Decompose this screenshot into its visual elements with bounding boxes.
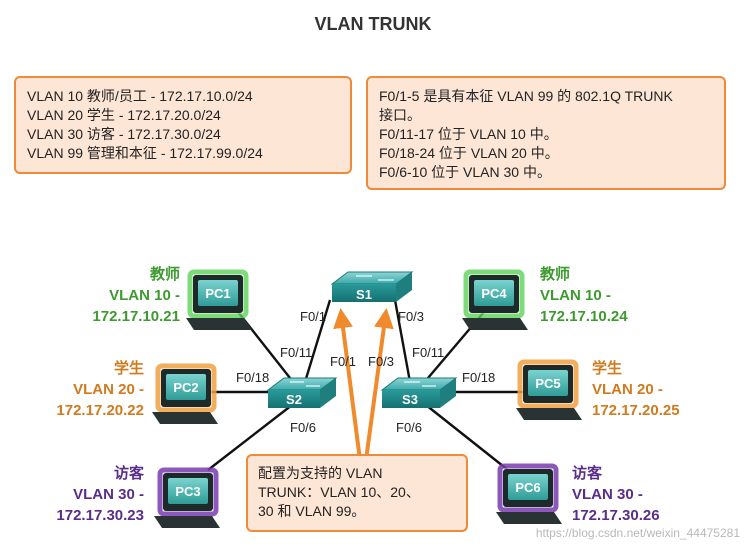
pc6-icon [496, 463, 562, 524]
pc2-vlan: VLAN 20 - [73, 381, 144, 398]
port-label: F0/18 [236, 370, 270, 385]
pc3-role: 访客 [113, 465, 144, 482]
vlan-info-line: VLAN 30 访客 - 172.17.30.0/24 [27, 126, 221, 142]
pc6-ip: 172.17.30.26 [572, 507, 660, 524]
pc1-info: 教师 VLAN 10 - 172.17.10.21 [92, 264, 180, 327]
port-label: F0/18 [462, 370, 496, 385]
trunk-note-line: 配置为支持的 VLAN [258, 465, 383, 481]
pc1-role: 教师 [149, 266, 180, 283]
port-label: F0/6 [290, 420, 317, 435]
pc2-ip: 172.17.20.22 [56, 402, 144, 419]
vlan-info-line: VLAN 99 管理和本征 - 172.17.99.0/24 [27, 145, 263, 161]
vlan-info-line: VLAN 10 教师/员工 - 172.17.10.0/24 [27, 88, 253, 104]
pc1-vlan: VLAN 10 - [109, 287, 180, 304]
switch-s3-label: S3 [402, 392, 418, 407]
port-info-line: F0/6-10 位于 VLAN 30 中。 [379, 164, 551, 180]
pc5-vlan: VLAN 20 - [592, 381, 663, 398]
diagram-title: VLAN TRUNK [314, 14, 432, 34]
pc5-role: 学生 [592, 360, 623, 377]
pc2-role: 学生 [113, 360, 144, 377]
pc6-role: 访客 [572, 465, 603, 482]
pc4-role: 教师 [540, 266, 571, 283]
pc6-info: 访客 VLAN 30 - 172.17.30.26 [572, 463, 660, 526]
port-info-line: F0/1-5 是具有本征 VLAN 99 的 802.1Q TRUNK [379, 88, 673, 104]
port-label: F0/1 [330, 354, 357, 369]
port-info-line: F0/11-17 位于 VLAN 10 中。 [379, 126, 558, 142]
pc5-info: 学生 VLAN 20 - 172.17.20.25 [592, 358, 680, 421]
switch-s1-label: S1 [356, 287, 372, 302]
port-label: F0/6 [396, 420, 423, 435]
pc2-label: PC2 [173, 380, 198, 395]
trunk-arrow-left [333, 308, 362, 461]
switch-s1-icon [330, 271, 414, 302]
vlan-info-box: VLAN 10 教师/员工 - 172.17.10.0/24 VLAN 20 学… [14, 76, 352, 174]
pc5-icon [516, 359, 582, 420]
pc3-ip: 172.17.30.23 [56, 507, 144, 524]
pc3-info: 访客 VLAN 30 - 172.17.30.23 [56, 463, 144, 526]
port-label: F0/1 [300, 309, 327, 324]
pc1-label: PC1 [205, 286, 230, 301]
pc3-vlan: VLAN 30 - [73, 486, 144, 503]
pc1-icon [186, 269, 252, 330]
port-label: F0/11 [280, 345, 313, 360]
pc4-ip: 172.17.10.24 [540, 308, 628, 325]
pc4-icon [462, 269, 528, 330]
switch-s2-icon [266, 377, 338, 408]
trunk-note-line: 30 和 VLAN 99。 [258, 503, 366, 519]
trunk-arrow-right [364, 308, 394, 461]
trunk-note-line: TRUNK：VLAN 10、20、 [258, 484, 420, 500]
vlan-info-line: VLAN 20 学生 - 172.17.20.0/24 [27, 107, 221, 123]
port-label: F0/11 [412, 345, 445, 360]
pc3-icon [154, 467, 220, 528]
pc6-vlan: VLAN 30 - [572, 486, 643, 503]
link-s1-s3 [393, 299, 412, 383]
port-label: F0/3 [398, 309, 425, 324]
pc5-ip: 172.17.20.25 [592, 402, 680, 419]
pc5-label: PC5 [535, 376, 560, 391]
port-info-line: F0/18-24 位于 VLAN 20 中。 [379, 145, 559, 161]
trunk-note-box: 配置为支持的 VLAN TRUNK：VLAN 10、20、 30 和 VLAN … [246, 454, 468, 532]
port-info-box: F0/1-5 是具有本征 VLAN 99 的 802.1Q TRUNK 接口。 … [366, 76, 726, 190]
switch-s2-label: S2 [286, 392, 302, 407]
watermark: https://blog.csdn.net/weixin_44475281 [535, 526, 740, 540]
port-label: F0/3 [368, 354, 395, 369]
pc1-ip: 172.17.10.21 [92, 308, 180, 325]
link-pc6-s3 [425, 404, 509, 471]
pc3-label: PC3 [175, 484, 200, 499]
switch-s3-icon [380, 377, 458, 408]
link-pc3-s2 [207, 404, 293, 471]
pc4-info: 教师 VLAN 10 - 172.17.10.24 [540, 264, 628, 327]
pc4-label: PC4 [481, 286, 507, 301]
link-s1-s2 [303, 299, 332, 383]
pc4-vlan: VLAN 10 - [540, 287, 611, 304]
pc6-label: PC6 [515, 480, 540, 495]
pc2-icon [152, 363, 218, 424]
port-info-line: 接口。 [379, 107, 421, 123]
pc2-info: 学生 VLAN 20 - 172.17.20.22 [56, 358, 144, 421]
